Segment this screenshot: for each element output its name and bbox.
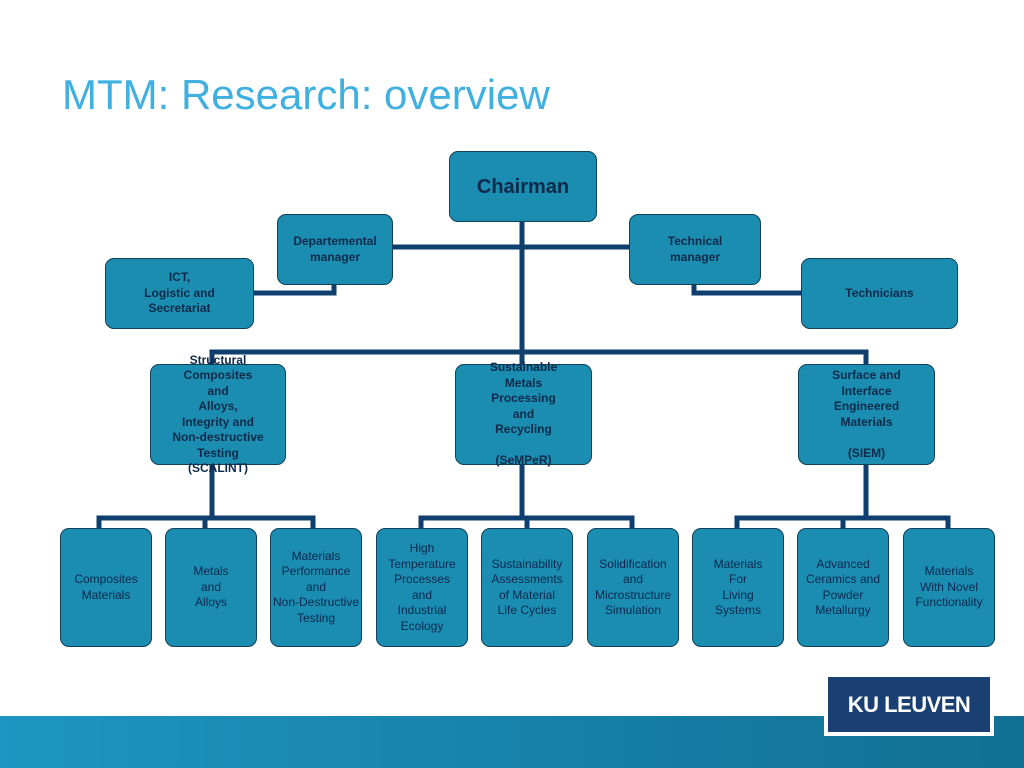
unit-novel-functionality: Materials With Novel Functionality xyxy=(903,528,995,647)
unit-sustainability-assessments: Sustainability Assessments of Material L… xyxy=(481,528,573,647)
chairman-box: Chairman xyxy=(449,151,597,222)
branch-ict xyxy=(250,282,337,296)
slide-title: MTM: Research: overview xyxy=(62,71,550,118)
ku-leuven-logo: KU LEUVEN xyxy=(824,673,994,736)
division-siem: Surface and Interface Engineered Materia… xyxy=(798,364,935,465)
branch-technicians xyxy=(691,282,804,296)
unit-high-temperature-processes: High Temperature Processes and Industria… xyxy=(376,528,468,647)
logo-text: KU LEUVEN xyxy=(828,677,990,732)
division-sempr: Sustainable Metals Processing and Recycl… xyxy=(455,360,592,467)
technicians-box: Technicians xyxy=(801,258,958,329)
division-scalint: Structural Composites and Alloys, Integr… xyxy=(150,353,286,475)
unit-materials-for-living-systems: Materials For Living Systems xyxy=(692,528,784,647)
ict-box: ICT, Logistic and Secretariat xyxy=(105,258,254,329)
unit-advanced-ceramics: Advanced Ceramics and Powder Metallurgy xyxy=(797,528,889,647)
unit-composites-materials: Composites Materials xyxy=(60,528,152,647)
unit-solidification-simulation: Solidification and Microstructure Simula… xyxy=(587,528,679,647)
departmental-manager-box: Departemental manager xyxy=(277,214,393,285)
unit-metals-and-alloys: Metals and Alloys xyxy=(165,528,257,647)
technical-manager-box: Technical manager xyxy=(629,214,761,285)
unit-materials-performance-ndt: Materials Performance and Non-Destructiv… xyxy=(270,528,362,647)
